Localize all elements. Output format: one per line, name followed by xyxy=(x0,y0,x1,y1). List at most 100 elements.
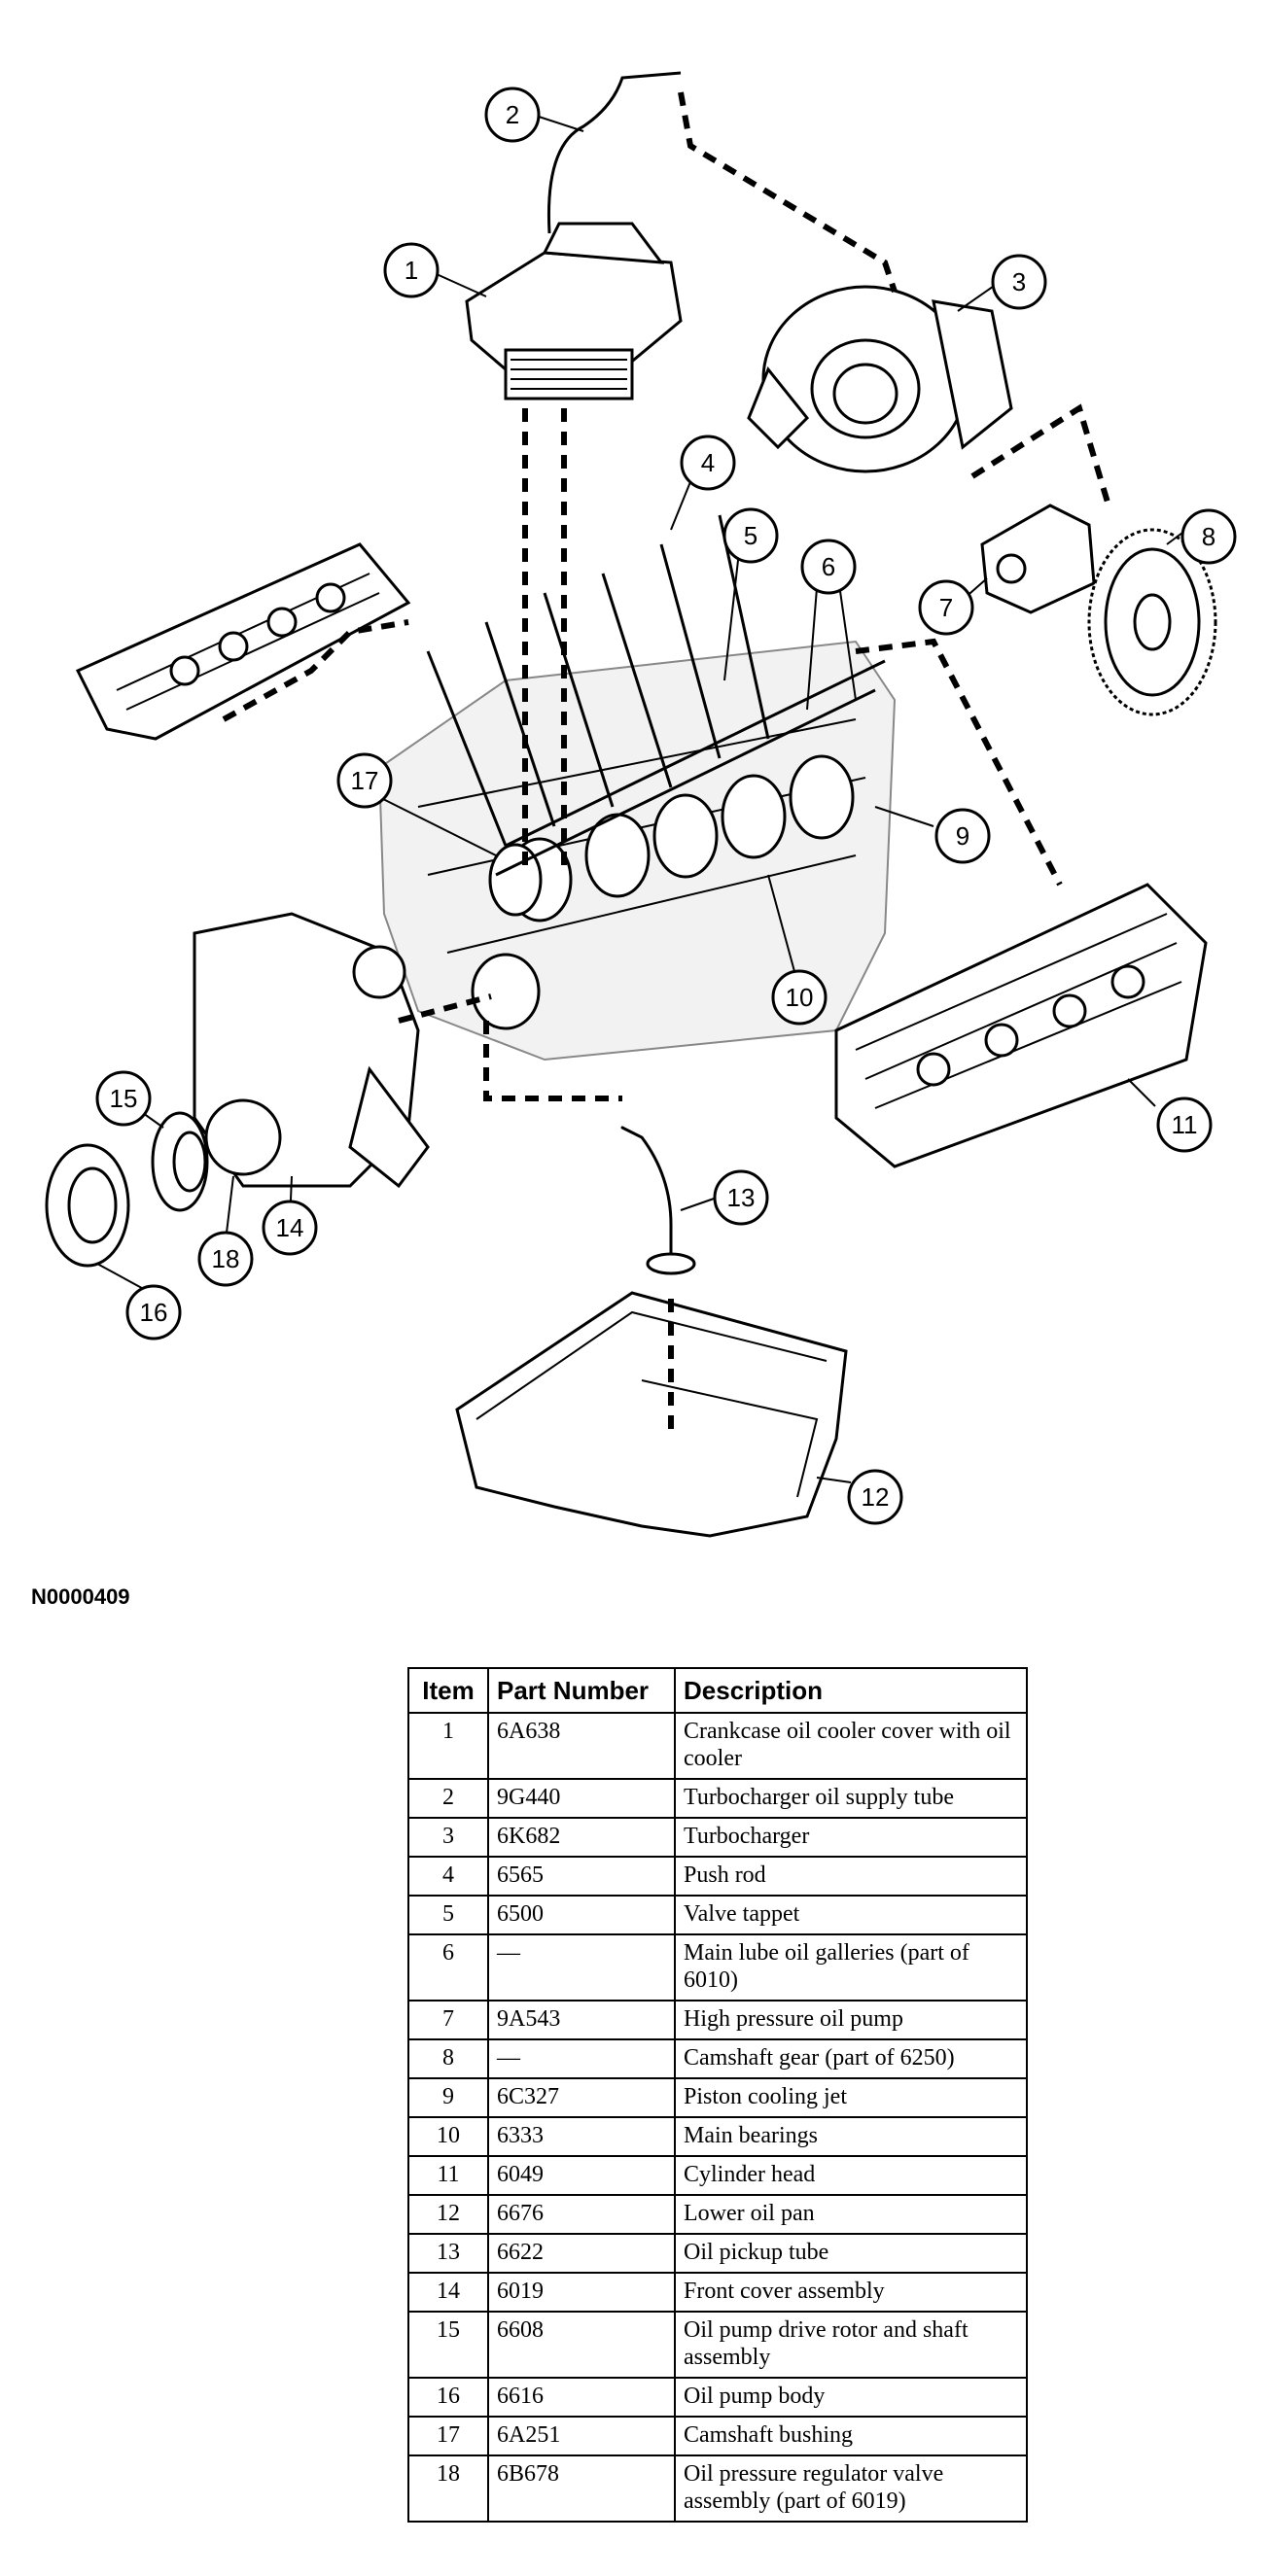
callouts: 1 2 3 4 5 6 7 8 9 10 11 12 13 14 15 16 1… xyxy=(95,87,1237,1525)
row-description: Push rod xyxy=(674,1856,1028,1897)
callout-10: 10 xyxy=(771,969,828,1026)
row-part-number: 6C327 xyxy=(487,2077,676,2118)
svg-text:13: 13 xyxy=(727,1183,756,1212)
header-item: Item xyxy=(407,1667,489,1714)
oil-galleries xyxy=(495,659,886,877)
oil-pump-body xyxy=(45,1143,130,1268)
svg-text:10: 10 xyxy=(786,983,814,1012)
oil-pan xyxy=(455,1291,848,1538)
push-rods xyxy=(426,514,770,847)
row-item: 8 xyxy=(407,2038,489,2079)
svg-text:2: 2 xyxy=(506,100,519,129)
callout-5: 5 xyxy=(722,507,779,564)
row-item: 17 xyxy=(407,2416,489,2456)
row-description: Oil pump drive rotor and shaft assembly xyxy=(674,2311,1028,2379)
oil-flow-arrows xyxy=(222,91,1111,1429)
oil-pickup-tube xyxy=(620,1126,673,1256)
callout-4: 4 xyxy=(680,435,736,491)
row-description: Main bearings xyxy=(674,2116,1028,2157)
callout-6: 6 xyxy=(800,539,857,595)
svg-text:8: 8 xyxy=(1202,522,1215,551)
row-item: 2 xyxy=(407,1778,489,1819)
turbocharger xyxy=(747,285,1013,473)
row-description: Main lube oil galleries (part of 6010) xyxy=(674,1933,1028,2002)
row-part-number: — xyxy=(487,1933,676,2002)
row-description: Piston cooling jet xyxy=(674,2077,1028,2118)
callout-15: 15 xyxy=(95,1070,152,1127)
callout-17: 17 xyxy=(336,752,393,809)
row-item: 7 xyxy=(407,2000,489,2040)
row-description: Turbocharger xyxy=(674,1817,1028,1858)
row-item: 1 xyxy=(407,1712,489,1780)
row-part-number: 6616 xyxy=(487,2377,676,2418)
callout-1: 1 xyxy=(383,242,440,298)
row-part-number: 6A251 xyxy=(487,2416,676,2456)
row-item: 9 xyxy=(407,2077,489,2118)
row-item: 5 xyxy=(407,1895,489,1935)
oil-cooler xyxy=(465,222,683,400)
svg-text:5: 5 xyxy=(744,521,757,550)
parts-table-header: Item Part Number Description xyxy=(407,1667,1028,1714)
svg-text:3: 3 xyxy=(1012,267,1026,296)
header-part-number: Part Number xyxy=(487,1667,676,1714)
right-cylinder-head xyxy=(834,883,1208,1168)
row-item: 16 xyxy=(407,2377,489,2418)
svg-text:4: 4 xyxy=(701,448,715,477)
svg-text:6: 6 xyxy=(822,552,835,581)
callout-11: 11 xyxy=(1156,1097,1213,1153)
callout-3: 3 xyxy=(991,254,1047,310)
callout-18: 18 xyxy=(197,1231,254,1287)
row-description: Camshaft gear (part of 6250) xyxy=(674,2038,1028,2079)
row-item: 18 xyxy=(407,2454,489,2523)
row-part-number: 9G440 xyxy=(487,1778,676,1819)
row-item: 13 xyxy=(407,2233,489,2274)
callout-8: 8 xyxy=(1180,508,1237,565)
table-row: 6—Main lube oil galleries (part of 6010) xyxy=(407,1933,1028,2002)
row-description: Lower oil pan xyxy=(674,2194,1028,2235)
callout-13: 13 xyxy=(713,1169,769,1226)
high-pressure-oil-pump xyxy=(980,504,1096,614)
row-item: 10 xyxy=(407,2116,489,2157)
callout-9: 9 xyxy=(934,808,991,864)
row-description: Oil pump body xyxy=(674,2377,1028,2418)
row-item: 11 xyxy=(407,2155,489,2196)
svg-text:12: 12 xyxy=(862,1482,890,1512)
row-part-number: 6608 xyxy=(487,2311,676,2379)
table-row: 8—Camshaft gear (part of 6250) xyxy=(407,2038,1028,2079)
row-part-number: 6622 xyxy=(487,2233,676,2274)
row-part-number: 6500 xyxy=(487,1895,676,1935)
svg-text:18: 18 xyxy=(212,1244,240,1273)
turbo-oil-tube xyxy=(546,71,682,234)
row-item: 14 xyxy=(407,2272,489,2313)
row-description: Crankcase oil cooler cover with oil cool… xyxy=(674,1712,1028,1780)
figure-id: N0000409 xyxy=(31,1584,130,1609)
row-item: 12 xyxy=(407,2194,489,2235)
svg-text:17: 17 xyxy=(351,766,379,795)
row-part-number: 6A638 xyxy=(487,1712,676,1780)
oil-pump-rotor xyxy=(151,1111,209,1212)
camshaft-gear xyxy=(1087,528,1217,716)
svg-text:11: 11 xyxy=(1172,1110,1198,1139)
row-item: 6 xyxy=(407,1933,489,2002)
row-part-number: — xyxy=(487,2038,676,2079)
svg-text:14: 14 xyxy=(276,1213,304,1242)
row-part-number: 6019 xyxy=(487,2272,676,2313)
row-item: 4 xyxy=(407,1856,489,1897)
front-cover xyxy=(193,912,430,1189)
svg-text:9: 9 xyxy=(956,821,969,851)
row-description: Cylinder head xyxy=(674,2155,1028,2196)
